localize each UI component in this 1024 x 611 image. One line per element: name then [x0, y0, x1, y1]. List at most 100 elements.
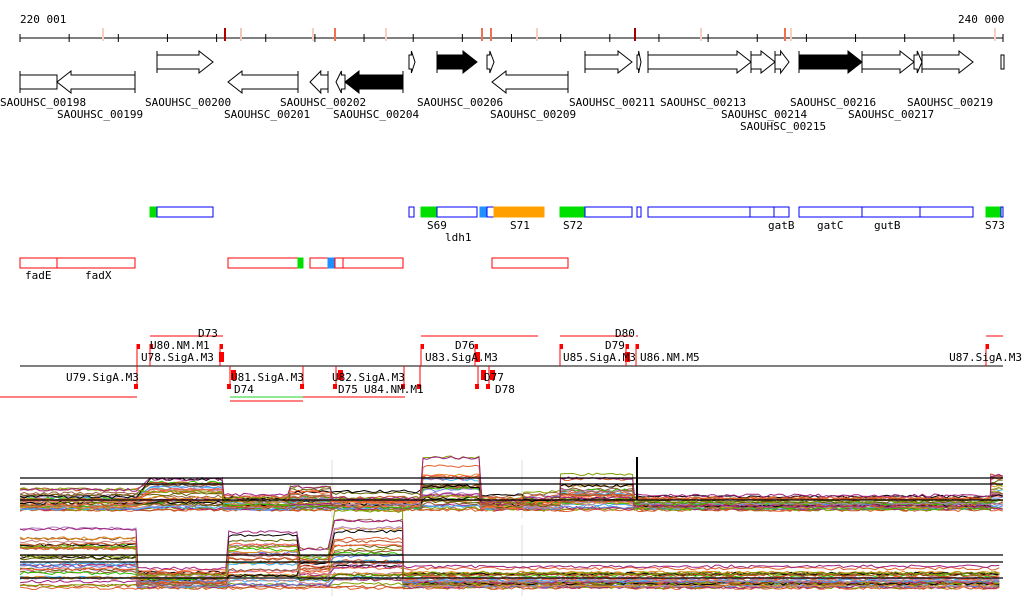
- terminator-marker[interactable]: [481, 370, 486, 380]
- reverse-feature[interactable]: [334, 257, 344, 269]
- gene-label: SAOUHSC_00206: [417, 96, 503, 109]
- ruler-marker[interactable]: [536, 28, 538, 41]
- gene-label: SAOUHSC_00199: [57, 108, 143, 121]
- reverse-feature[interactable]: [327, 257, 336, 269]
- gene-saouhsc_00199[interactable]: [56, 69, 136, 95]
- forward-feature-label: gatC: [817, 219, 844, 232]
- terminator-marker[interactable]: [490, 370, 495, 380]
- forward-feature[interactable]: [156, 206, 214, 218]
- forward-feature[interactable]: [773, 206, 790, 218]
- promoter-flag: [220, 344, 223, 349]
- small-gene[interactable]: [913, 50, 923, 74]
- ruler-marker[interactable]: [784, 28, 786, 41]
- expression-trace: [19, 538, 1000, 577]
- gene-saouhsc_00217[interactable]: [861, 49, 915, 75]
- ruler-marker[interactable]: [240, 28, 242, 41]
- ruler-marker[interactable]: [334, 28, 336, 41]
- forward-feature[interactable]: [149, 206, 158, 218]
- gene-saouhsc_00216[interactable]: [798, 49, 863, 75]
- forward-feature[interactable]: [408, 206, 415, 218]
- gene-label: SAOUHSC_00201: [224, 108, 310, 121]
- reverse-feature[interactable]: [309, 257, 329, 269]
- forward-feature[interactable]: [636, 206, 642, 218]
- reverse-feature[interactable]: [227, 257, 299, 269]
- gene-label: SAOUHSC_00198: [0, 96, 86, 109]
- gene-label: SAOUHSC_00204: [333, 108, 419, 121]
- forward-feature[interactable]: [861, 206, 921, 218]
- gene-saouhsc_00215[interactable]: [774, 49, 790, 75]
- ruler-marker[interactable]: [102, 28, 104, 41]
- ruler-marker[interactable]: [312, 28, 314, 41]
- forward-feature-label: ldh1: [445, 231, 472, 244]
- promoter-label-upper: U78.SigA.M3: [141, 351, 214, 364]
- gene-label: SAOUHSC_00202: [280, 96, 366, 109]
- ruler-marker[interactable]: [790, 28, 792, 41]
- reverse-feature[interactable]: [342, 257, 404, 269]
- expression-trace: [19, 527, 1000, 580]
- promoter-flag: [134, 384, 138, 389]
- gene-saouhsc_00204[interactable]: [344, 69, 404, 95]
- reverse-feature[interactable]: [297, 257, 304, 269]
- gene-saouhsc_00211[interactable]: [584, 49, 633, 75]
- forward-feature-label: gutB: [874, 219, 901, 232]
- forward-feature[interactable]: [749, 206, 775, 218]
- ruler-marker[interactable]: [385, 28, 387, 41]
- expression-trace: [19, 539, 1000, 578]
- forward-feature[interactable]: [486, 206, 495, 218]
- terminator-marker[interactable]: [231, 370, 236, 380]
- forward-feature[interactable]: [436, 206, 478, 218]
- gene-label: SAOUHSC_00219: [907, 96, 993, 109]
- terminator-marker[interactable]: [625, 352, 630, 362]
- reverse-feature[interactable]: [19, 257, 58, 269]
- promoter-label-upper: D80: [615, 327, 635, 340]
- small-gene[interactable]: [486, 50, 495, 74]
- gene-saouhsc_00206[interactable]: [436, 49, 478, 75]
- ruler-marker[interactable]: [634, 28, 636, 41]
- expression-trace: [19, 509, 1000, 577]
- terminator-marker[interactable]: [219, 352, 224, 362]
- gene-label: SAOUHSC_00200: [145, 96, 231, 109]
- ruler-marker[interactable]: [994, 28, 996, 41]
- forward-feature[interactable]: [420, 206, 438, 218]
- gene-saouhsc_00200[interactable]: [156, 49, 214, 75]
- terminator-marker[interactable]: [475, 352, 480, 362]
- promoter-label-lower: D78: [495, 383, 515, 396]
- reverse-feature[interactable]: [56, 257, 136, 269]
- small-gene[interactable]: [1000, 54, 1005, 70]
- small-gene[interactable]: [408, 50, 416, 74]
- expression-trace: [19, 455, 1003, 505]
- forward-feature[interactable]: [559, 206, 586, 218]
- expression-trace: [19, 519, 1000, 571]
- gene-saouhsc_00214[interactable]: [750, 49, 776, 75]
- promoter-label-upper: U87.SigA.M3: [949, 351, 1022, 364]
- reverse-feature[interactable]: [491, 257, 569, 269]
- promoter-label-lower: D77: [484, 371, 504, 384]
- forward-feature[interactable]: [647, 206, 751, 218]
- promoter-flag: [227, 384, 231, 389]
- ruler-marker[interactable]: [481, 28, 483, 41]
- gene-saouhsc_00209[interactable]: [491, 69, 569, 95]
- forward-feature[interactable]: [1000, 206, 1004, 218]
- gene-saouhsc_00213[interactable]: [647, 49, 752, 75]
- forward-feature[interactable]: [985, 206, 1002, 218]
- terminator-marker[interactable]: [338, 370, 343, 380]
- gene-saouhsc_00202[interactable]: [309, 69, 329, 95]
- ruler-marker[interactable]: [224, 28, 226, 41]
- gene-saouhsc_00201[interactable]: [227, 69, 299, 95]
- ruler-marker[interactable]: [700, 28, 702, 41]
- forward-feature[interactable]: [479, 206, 488, 218]
- ruler-marker[interactable]: [490, 28, 492, 41]
- forward-feature[interactable]: [798, 206, 863, 218]
- forward-feature[interactable]: [493, 206, 545, 218]
- forward-feature[interactable]: [584, 206, 633, 218]
- gene-saouhsc_00219[interactable]: [921, 49, 974, 75]
- small-gene[interactable]: [636, 50, 642, 74]
- gene-saouhsc_00198[interactable]: [19, 74, 58, 90]
- promoter-label-upper: U85.SigA.M3: [563, 351, 636, 364]
- small-gene[interactable]: [335, 70, 346, 94]
- promoter-flag: [137, 344, 140, 349]
- forward-feature[interactable]: [919, 206, 974, 218]
- gene-label: SAOUHSC_00213: [660, 96, 746, 109]
- promoter-flag: [636, 344, 639, 349]
